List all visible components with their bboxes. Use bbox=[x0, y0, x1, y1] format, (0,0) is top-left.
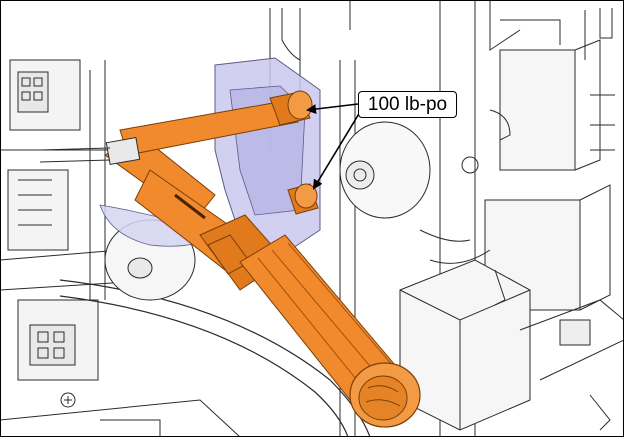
callout-leaders bbox=[306, 103, 361, 190]
socket-extension bbox=[39, 90, 313, 166]
bolt-socket bbox=[287, 183, 319, 215]
torque-callout-label: 100 lb-po bbox=[358, 91, 457, 118]
